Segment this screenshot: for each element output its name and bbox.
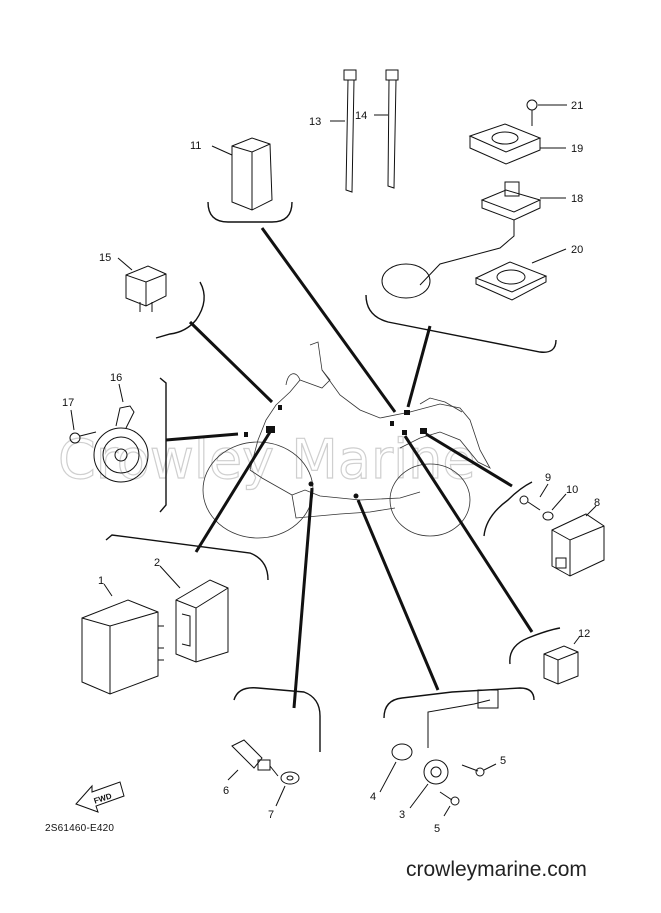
callout-3: 3	[399, 809, 405, 821]
callout-5-upper: 5	[500, 755, 506, 767]
part-3-neutral-switch[interactable]	[409, 689, 499, 809]
connector-points	[244, 405, 427, 499]
part-16-horn[interactable]	[93, 383, 149, 483]
part-4-o-ring[interactable]	[379, 743, 413, 793]
callout-7: 7	[268, 809, 274, 821]
part-11-relay-box[interactable]	[211, 137, 273, 211]
callout-8: 8	[594, 497, 600, 509]
part-13-cable-tie[interactable]	[330, 69, 357, 193]
callout-20: 20	[571, 244, 583, 256]
part-21-screw[interactable]	[526, 99, 567, 126]
part-5-screw-upper[interactable]	[461, 763, 497, 777]
callout-15: 15	[99, 252, 111, 264]
callout-10: 10	[566, 484, 578, 496]
callout-9: 9	[545, 472, 551, 484]
callout-13: 13	[309, 116, 321, 128]
part-8-starter-relay[interactable]	[551, 505, 605, 577]
part-14-cable-tie[interactable]	[374, 69, 399, 189]
part-2-rectifier-cover[interactable]	[159, 565, 229, 663]
part-1-cdi-unit[interactable]	[81, 583, 164, 695]
callout-1: 1	[98, 575, 104, 587]
part-19-plate[interactable]	[468, 123, 566, 165]
part-18-fuel-sender[interactable]	[381, 181, 566, 299]
callout-17: 17	[62, 397, 74, 409]
group-brackets	[105, 201, 561, 752]
callout-12: 12	[578, 628, 590, 640]
callout-16: 16	[110, 372, 122, 384]
callout-6: 6	[223, 785, 229, 797]
part-20-gasket[interactable]	[474, 248, 567, 301]
part-9-bolt[interactable]	[519, 483, 549, 511]
part-6-thermo-switch[interactable]	[227, 739, 279, 781]
callout-18: 18	[571, 193, 583, 205]
part-7-washer[interactable]	[275, 771, 300, 807]
callout-4: 4	[370, 791, 376, 803]
fwd-arrow-icon: FWD	[75, 781, 125, 813]
site-footer-link[interactable]: crowleymarine.com	[406, 858, 587, 881]
callout-14: 14	[355, 110, 367, 122]
part-12-relay[interactable]	[543, 635, 581, 685]
diagram-code: 2S61460-E420	[45, 823, 115, 834]
scooter-silhouette	[202, 341, 491, 539]
part-5-screw-lower[interactable]	[439, 791, 460, 817]
callout-5-lower: 5	[434, 823, 440, 835]
callout-2: 2	[154, 557, 160, 569]
callout-19: 19	[571, 143, 583, 155]
leader-lines	[165, 227, 534, 709]
callout-numbers: 1 2 3 4 5 5 6 7 8 9 10 11 12 13 14 15 16…	[62, 100, 600, 835]
callout-21: 21	[571, 100, 583, 112]
part-15-flasher-relay[interactable]	[117, 257, 167, 312]
part-17-bolt[interactable]	[69, 409, 97, 444]
part-10-washer[interactable]	[542, 493, 567, 521]
callout-11: 11	[190, 140, 201, 152]
